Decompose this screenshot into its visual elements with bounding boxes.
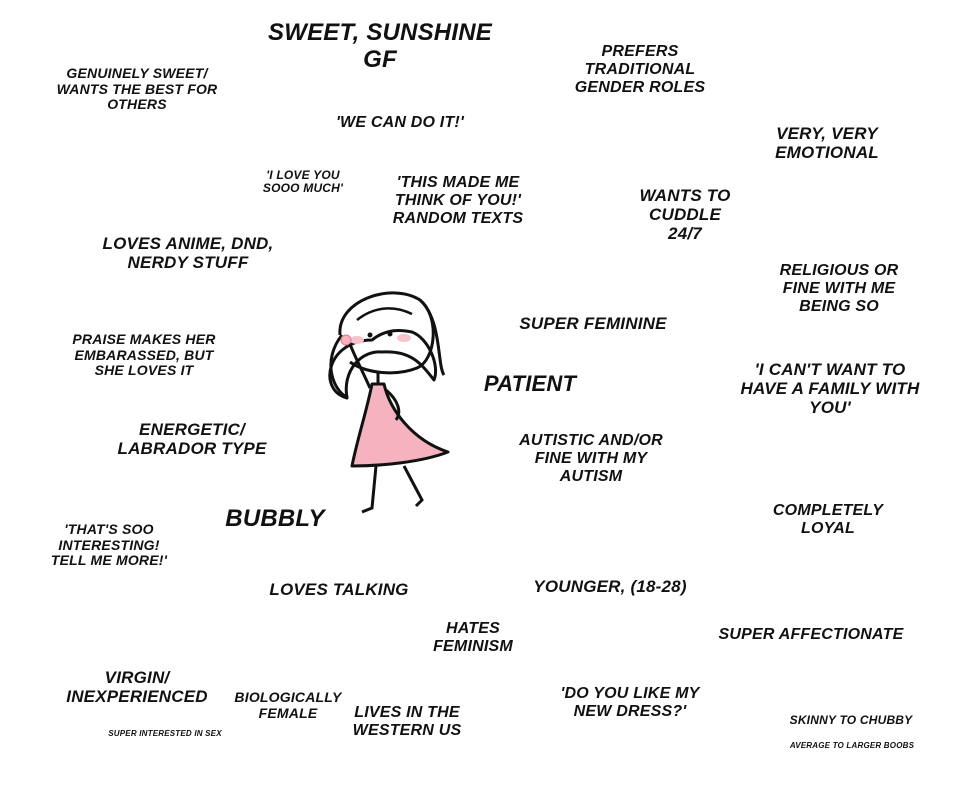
hair-strand-right: [418, 298, 446, 376]
trait-family: 'I can't want to have a family with you': [740, 360, 920, 418]
trait-virgin: Virgin/ inexperienced: [66, 668, 208, 707]
trait-traditional-roles: Prefers traditional gender roles: [574, 43, 706, 96]
trait-love-you: 'I love you sooo much': [262, 168, 344, 196]
trait-western-us: Lives in the western US: [352, 704, 462, 739]
right-leg: [402, 465, 424, 508]
trait-emotional: Very, very emotional: [775, 124, 879, 163]
trait-feminism: Hates feminism: [433, 620, 513, 655]
trait-interesting: 'That's soo interesting! tell me more!': [50, 521, 168, 569]
hand-at-mouth: [340, 334, 352, 346]
hair-strand-left: [329, 334, 349, 400]
trait-affectionate: Super affectionate: [718, 626, 904, 643]
trait-younger: Younger, (18-28): [533, 577, 687, 596]
trait-loves-talking: Loves talking: [269, 580, 409, 599]
trait-bubbly: Bubbly: [225, 505, 325, 532]
trait-cuddle: Wants to cuddle 24/7: [639, 186, 731, 244]
trait-skinny: Skinny to chubby: [789, 713, 913, 727]
trait-super-feminine: Super feminine: [519, 314, 667, 333]
page-title: Sweet, Sunshine GF: [268, 19, 492, 73]
trait-praise: Praise makes her embarassed, but she lov…: [72, 331, 216, 379]
trait-genuinely-sweet: Genuinely sweet/ wants the best for othe…: [56, 65, 218, 113]
trait-autistic: Autistic and/or fine with my autism: [519, 432, 663, 485]
trait-energetic: Energetic/ Labrador type: [117, 420, 267, 459]
right-eye: [387, 331, 393, 337]
trait-patient: Patient: [483, 371, 577, 396]
trait-made-me-think: 'This made me think of you!' random text…: [392, 174, 524, 227]
trait-interested-sex: Super interested in sex: [108, 729, 222, 738]
trait-dress: 'Do you like my new dress?': [560, 685, 700, 720]
right-blush: [397, 334, 411, 342]
trait-anime: Loves anime, DnD, nerdy stuff: [102, 234, 274, 273]
trait-religious: Religious or fine with me being so: [779, 262, 899, 315]
bangs: [356, 307, 413, 321]
trait-boobs: Average to larger boobs: [789, 741, 915, 750]
trait-we-can-do-it: 'We can do it!': [336, 114, 464, 131]
left-eye: [367, 332, 373, 338]
right-arm: [385, 388, 401, 421]
trait-loyal: Completely loyal: [772, 502, 884, 537]
stick-figure-girl: [328, 291, 450, 514]
left-leg: [361, 465, 378, 514]
trait-bio-female: Biologically female: [234, 689, 342, 721]
left-blush: [350, 336, 364, 344]
left-arm: [348, 343, 372, 389]
dress: [350, 382, 450, 468]
hair-outline: [328, 328, 437, 400]
